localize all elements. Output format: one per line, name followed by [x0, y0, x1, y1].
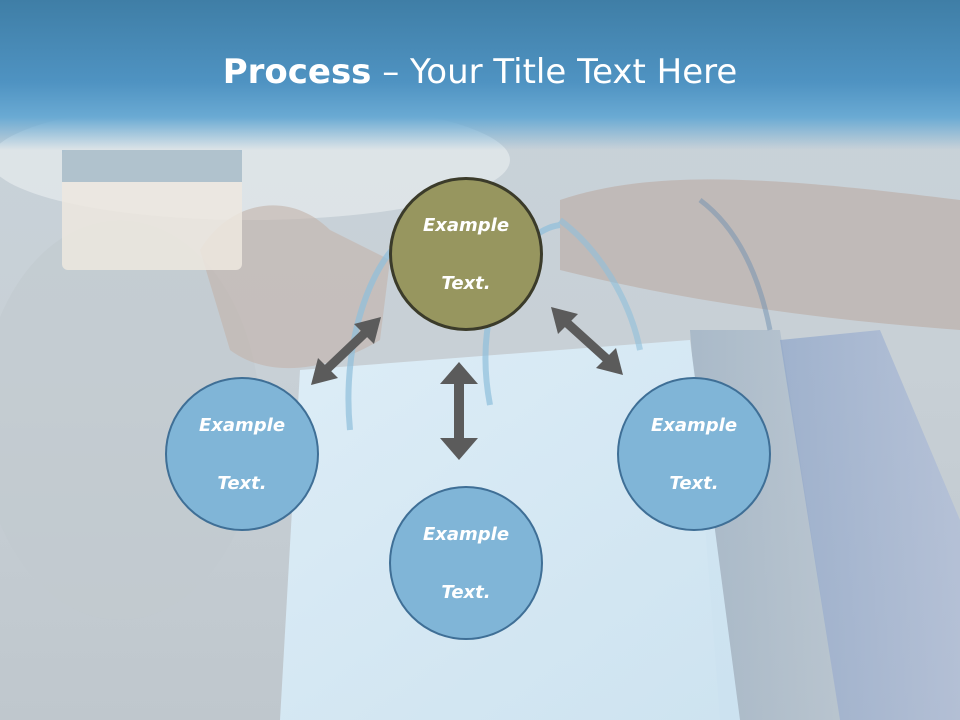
- node-center-line2: Text.: [441, 272, 491, 294]
- node-right-line2: Text.: [669, 472, 719, 494]
- node-left-line1: Example: [198, 414, 286, 436]
- double-arrow-upper-right: [551, 307, 623, 375]
- node-center-line1: Example: [422, 214, 510, 236]
- title-rest: – Your Title Text Here: [371, 52, 738, 92]
- title-bar: [0, 0, 960, 150]
- slide-title: Process – Your Title Text Here: [0, 52, 960, 92]
- title-bold: Process: [222, 52, 372, 92]
- node-bottom-line2: Text.: [441, 581, 491, 603]
- node-right-line1: Example: [650, 414, 738, 436]
- node-bottom-line1: Example: [422, 523, 510, 545]
- double-arrow-vertical: [440, 362, 478, 460]
- node-left-line2: Text.: [217, 472, 267, 494]
- double-arrow-upper-left: [311, 317, 381, 385]
